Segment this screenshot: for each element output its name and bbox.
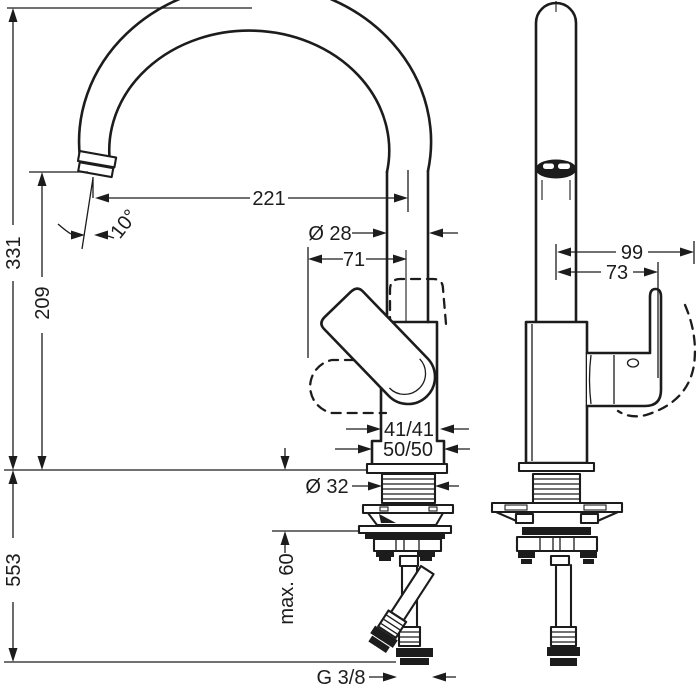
side-mounting-hardware (490, 501, 624, 564)
dim-total-height: 331 (3, 8, 25, 470)
dim-body-width-base-label: 50/50 (383, 439, 433, 461)
dim-body-width-top-label: 41/41 (384, 419, 434, 441)
dim-spout-reach: 221 (95, 170, 409, 212)
side-gasket (522, 527, 591, 535)
dim-pipe-diameter-label: Ø 28 (308, 223, 351, 245)
front-spout (76, 0, 433, 324)
dim-connection-thread: G 3/8 (317, 667, 456, 689)
dim-handle-swing-label: 99 (621, 242, 643, 264)
side-view (490, 1, 697, 666)
front-handle-lever (320, 287, 437, 406)
dim-max-counter-label: max. 60 (276, 553, 298, 624)
dim-spout-height: 209 (32, 172, 54, 470)
dim-spout-angle: 10° (57, 177, 142, 250)
front-mounting-hardware (357, 503, 455, 561)
dim-handle-clearance: 71 (307, 247, 407, 358)
dim-spout-height-label: 209 (32, 286, 54, 319)
dim-total-height-label: 331 (3, 236, 25, 269)
dim-shank-diameter: Ø 32 (305, 476, 459, 498)
handle-position-up-dashed (388, 277, 448, 328)
dim-handle-offset: 73 (557, 262, 659, 378)
side-threaded-shank (531, 472, 582, 505)
front-spout-aerator (76, 150, 118, 179)
handle-position-left-dashed (309, 358, 388, 415)
dim-spout-reach-label: 221 (252, 188, 285, 210)
front-supply-hoses (368, 554, 435, 665)
front-gasket (365, 533, 445, 539)
handle-hole (626, 358, 640, 368)
dim-body-width-top: 41/41 (346, 419, 469, 441)
dim-max-counter-thickness: max. 60 (272, 448, 358, 625)
dim-handle-clearance-label: 71 (343, 249, 365, 271)
front-angled-hose (368, 564, 435, 653)
dim-hose-length: 553 (3, 470, 25, 662)
dim-pipe-diameter: Ø 28 (308, 223, 458, 245)
side-aerator (535, 159, 577, 179)
dimension-annotations: 331 209 221 10° Ø 28 (3, 8, 695, 689)
dim-hose-length-label: 553 (3, 553, 25, 586)
front-threaded-shank (380, 472, 437, 505)
front-view (76, 0, 455, 665)
clamp-pointer (379, 514, 396, 523)
dim-connection-thread-label: G 3/8 (317, 667, 366, 689)
dim-body-width-base: 50/50 (335, 439, 470, 461)
dim-shank-diameter-label: Ø 32 (305, 476, 348, 498)
side-handle (585, 287, 697, 418)
side-pipe (534, 1, 578, 324)
side-body (517, 320, 596, 473)
front-base-ring (365, 462, 449, 475)
handle-swing-arc-dashed (616, 303, 697, 418)
reference-lines (4, 7, 396, 663)
dim-handle-offset-label: 73 (606, 262, 628, 284)
side-supply-hose (547, 554, 580, 666)
front-handle-positions-dashed (309, 277, 448, 415)
dim-handle-swing-reach: 99 (555, 241, 695, 280)
